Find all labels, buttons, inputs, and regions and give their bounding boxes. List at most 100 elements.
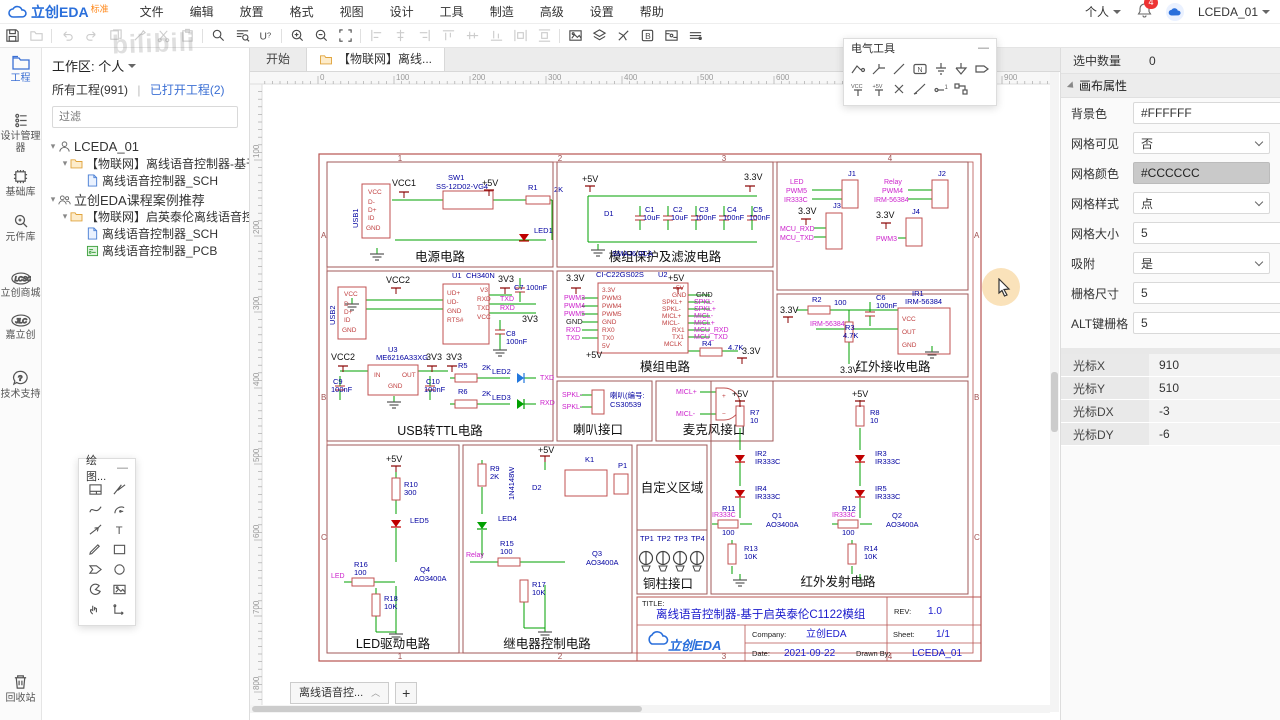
sidebar-item-component-library[interactable]: 元件库 <box>0 206 42 251</box>
canvas-properties-section[interactable]: 画布属性 <box>1061 74 1280 98</box>
layer-manager-button[interactable] <box>683 26 707 46</box>
sidebar-item-base-library[interactable]: 基础库 <box>0 162 42 206</box>
tree-group-node[interactable]: ▾ 立创EDA课程案例推荐 <box>42 191 249 208</box>
sheet-tab-caret-icon[interactable]: ︿ <box>371 688 381 698</box>
schematic-canvas[interactable]: 0100200300400500600700800900100200300400… <box>250 72 1050 712</box>
pin-tool-icon[interactable]: 1 <box>930 79 951 99</box>
circle-tool-icon[interactable] <box>107 559 131 579</box>
avatar[interactable] <box>1165 2 1184 21</box>
tree-expand-icon[interactable]: ▾ <box>62 211 68 221</box>
open-button[interactable] <box>24 26 48 46</box>
minimize-button[interactable]: — <box>117 462 128 474</box>
menu-settings[interactable]: 设置 <box>589 5 614 19</box>
tree-project-node[interactable]: ▾ 【物联网】离线语音控制器-基于启英泰伦C <box>42 155 249 172</box>
search-button[interactable] <box>206 26 230 46</box>
sidebar-item-design-manager[interactable]: 设计管理器 <box>0 106 42 162</box>
tree-pcb-node[interactable]: 离线语音控制器_PCB <box>42 242 249 259</box>
grid-style-select[interactable]: 点 <box>1133 192 1270 214</box>
schematic-block-12[interactable]: 红外发射电路+5VR710IR2IR333CIR4IR333CIR333CR11… <box>710 380 969 595</box>
net-port-tool-icon[interactable] <box>971 59 992 79</box>
workspace-selector[interactable]: 工作区: 个人 <box>42 48 249 77</box>
rect-tool-icon[interactable] <box>107 539 131 559</box>
menu-tools[interactable]: 工具 <box>439 5 464 19</box>
menu-design[interactable]: 设计 <box>389 5 414 19</box>
menu-view[interactable]: 视图 <box>339 5 364 19</box>
zoom-in-button[interactable] <box>285 26 309 46</box>
canvas-horizontal-scrollbar[interactable] <box>250 705 1050 713</box>
schematic-block-7[interactable]: 麦克风接口+−MICL+MICL- <box>655 380 774 442</box>
sidebar-item-lcsc-mall[interactable]: LCSC 立创商城 <box>0 265 42 307</box>
board-preview-button[interactable] <box>659 26 683 46</box>
search-similar-button[interactable] <box>230 26 254 46</box>
ground-tool-icon[interactable] <box>930 59 951 79</box>
snap-size-input[interactable] <box>1133 282 1280 304</box>
schematic-block-2[interactable]: LEDPWM5IR333CJ1RelayPWM4IRM-56384J23.3VM… <box>776 161 969 291</box>
polygon-tool-icon[interactable] <box>83 559 107 579</box>
canvas-vertical-scrollbar[interactable] <box>1050 72 1059 712</box>
pie-tool-icon[interactable] <box>83 579 107 599</box>
align-right-button[interactable] <box>412 26 436 46</box>
zoom-out-button[interactable] <box>309 26 333 46</box>
grid-visible-select[interactable]: 否 <box>1133 132 1270 154</box>
plus5v-flag-tool-icon[interactable]: +5V <box>869 79 890 99</box>
copy-button[interactable] <box>103 26 127 46</box>
align-left-button[interactable] <box>364 26 388 46</box>
menu-fabrication[interactable]: 制造 <box>489 5 514 19</box>
drag-tool-icon[interactable] <box>83 599 107 619</box>
distribute-v-button[interactable] <box>532 26 556 46</box>
net-label-tool-icon[interactable]: N <box>910 59 931 79</box>
menu-edit[interactable]: 编辑 <box>189 5 214 19</box>
polyline-tool-icon[interactable] <box>107 479 131 499</box>
sidebar-item-support[interactable]: ? 技术支持 <box>0 363 42 408</box>
no-connect-tool-icon[interactable] <box>889 79 910 99</box>
bus-tool-icon[interactable] <box>869 59 890 79</box>
cut-button[interactable] <box>151 26 175 46</box>
sidebar-item-project[interactable]: 工程 <box>0 48 42 92</box>
tree-user-node[interactable]: ▾ LCEDA_01 <box>42 138 249 155</box>
format-brush-button[interactable] <box>127 26 151 46</box>
opened-projects-link[interactable]: 已打开工程(2) <box>149 83 225 97</box>
layers-button[interactable] <box>587 26 611 46</box>
align-center-button[interactable] <box>388 26 412 46</box>
menu-help[interactable]: 帮助 <box>639 5 664 19</box>
earth-ground-tool-icon[interactable] <box>951 59 972 79</box>
notifications-button[interactable]: 4 <box>1137 0 1158 21</box>
align-middle-button[interactable] <box>460 26 484 46</box>
menu-place[interactable]: 放置 <box>239 5 264 19</box>
fit-screen-button[interactable] <box>333 26 357 46</box>
tree-expand-icon[interactable]: ▾ <box>50 141 56 151</box>
group-tool-icon[interactable] <box>951 79 972 99</box>
grid-size-input[interactable] <box>1133 222 1280 244</box>
canvas-tool-icon[interactable] <box>83 479 107 499</box>
schematic-block-1[interactable]: 模组保护及滤波电路+5VD1SMAJ6.0CAC110uFC210uFC3100… <box>556 161 774 268</box>
tab-active-document[interactable]: 【物联网】离线... <box>306 47 446 71</box>
arc-tool-icon[interactable] <box>107 499 131 519</box>
arrow-tool-icon[interactable] <box>83 519 107 539</box>
probe-tool-icon[interactable] <box>910 79 931 99</box>
schematic-block-10[interactable]: 自定义区域 <box>636 444 708 531</box>
corner-line-tool-icon[interactable] <box>107 599 131 619</box>
align-top-button[interactable] <box>436 26 460 46</box>
image-tool-icon[interactable] <box>107 579 131 599</box>
sheet-tab[interactable]: 离线语音控... ︿ <box>290 682 390 704</box>
cross-probe-button[interactable]: U? <box>254 26 278 46</box>
distribute-h-button[interactable] <box>508 26 532 46</box>
tree-sch-node[interactable]: 离线语音控制器_SCH <box>42 225 249 242</box>
drawing-tools-palette[interactable]: 绘图...— T <box>78 455 136 626</box>
tab-start[interactable]: 开始 <box>266 52 291 66</box>
text-tool-icon[interactable]: T <box>107 519 131 539</box>
tree-project-node[interactable]: ▾ 【物联网】启英泰伦离线语音控制器 - V2.0 <box>42 208 249 225</box>
align-bottom-button[interactable] <box>484 26 508 46</box>
bezier-tool-icon[interactable] <box>83 499 107 519</box>
grid-color-input[interactable]: #CCCCCC <box>1133 162 1270 184</box>
schematic-block-0[interactable]: 电源电路USB1VCCD-D+IDGNDVCC1SW1SS-12D02-VG4+… <box>326 161 563 268</box>
menu-file[interactable]: 文件 <box>139 5 164 19</box>
background-color-input[interactable] <box>1133 102 1280 124</box>
